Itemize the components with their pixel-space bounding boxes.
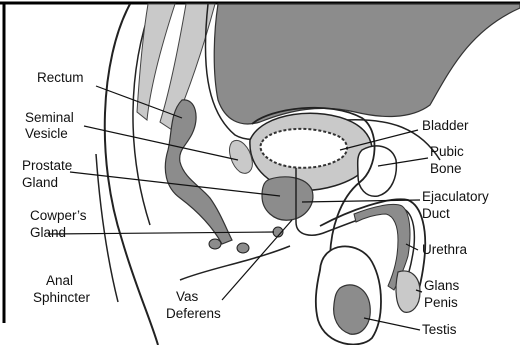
- anal-sphincter-right: [237, 243, 249, 253]
- label-bladder: Bladder: [422, 118, 469, 133]
- anal-sphincter-left: [209, 239, 221, 249]
- label-vas-deferens-line2: Deferens: [166, 306, 221, 321]
- label-testis: Testis: [422, 322, 457, 337]
- prostate-shape: [262, 177, 313, 220]
- label-urethra: Urethra: [422, 242, 468, 257]
- label-ejaculatory-duct-line2: Duct: [422, 206, 450, 221]
- seminal-vesicle-shape: [230, 140, 253, 173]
- intestines: [214, 4, 520, 124]
- label-glans-penis-line1: Glans: [424, 278, 460, 293]
- label-glans-penis-line2: Penis: [424, 295, 458, 310]
- pubic-bone-shape: [358, 146, 397, 196]
- label-anal-sphincter-line1: Anal: [46, 273, 73, 288]
- label-rectum: Rectum: [37, 70, 84, 85]
- label-prostate-gland-line2: Gland: [22, 175, 58, 190]
- label-pubic-bone-line2: Bone: [430, 161, 462, 176]
- label-cowpers-gland-line2: Gland: [30, 225, 66, 240]
- label-seminal-vesicle-line2: Vesicle: [25, 126, 68, 141]
- glans-shape: [396, 271, 420, 312]
- thigh-outline: [96, 154, 290, 302]
- testis-shape: [334, 285, 371, 334]
- label-cowpers-gland-line1: Cowper’s: [30, 208, 87, 223]
- label-seminal-vesicle-line1: Seminal: [25, 110, 74, 125]
- label-prostate-gland-line1: Prostate: [22, 158, 72, 173]
- label-anal-sphincter-line2: Sphincter: [33, 290, 91, 305]
- label-pubic-bone-line1: Pubic: [430, 144, 464, 159]
- label-ejaculatory-duct-line1: Ejaculatory: [422, 189, 489, 204]
- label-vas-deferens-line1: Vas: [176, 289, 199, 304]
